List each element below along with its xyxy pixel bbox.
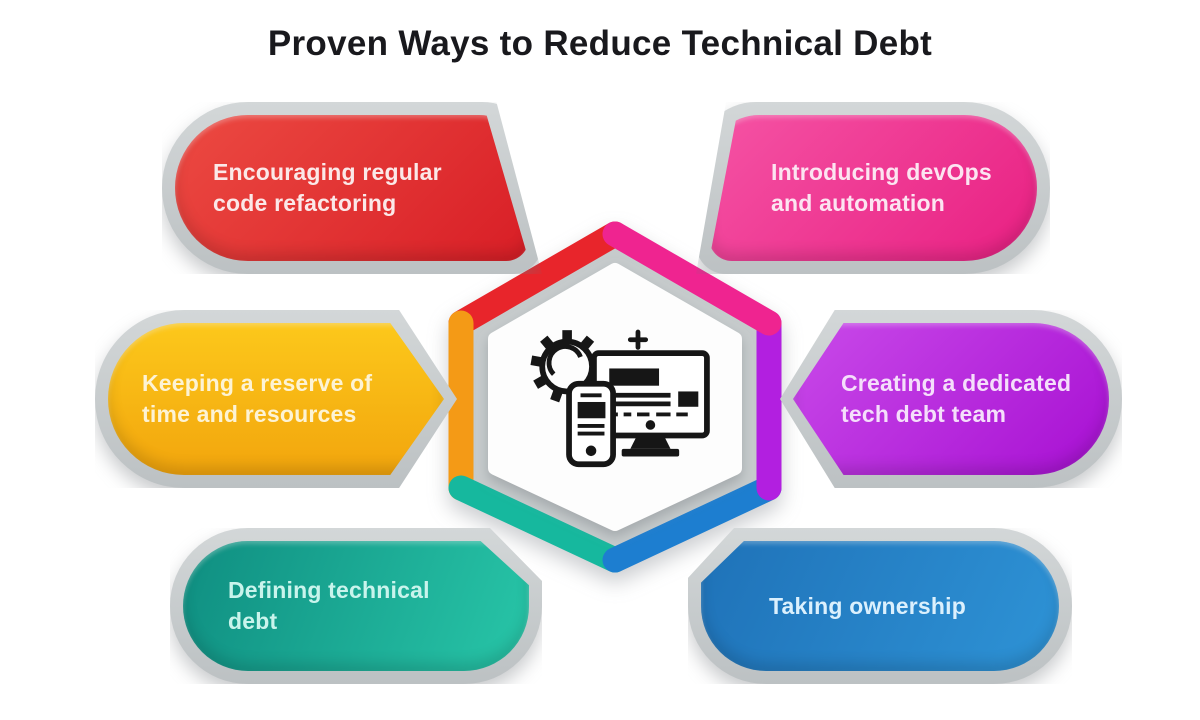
card-label-line: Creating a dedicated bbox=[841, 370, 1072, 396]
card-label-line: code refactoring bbox=[213, 190, 397, 216]
card-devops-automation-label: Introducing devOps and automation bbox=[709, 157, 1037, 219]
card-tech-debt-team-fill: Creating a dedicated tech debt team bbox=[793, 323, 1109, 475]
card-label-line: Taking ownership bbox=[769, 592, 967, 619]
card-taking-ownership: Taking ownership bbox=[688, 528, 1072, 684]
card-defining-technical-debt: Defining technical debt bbox=[170, 528, 542, 684]
card-tech-debt-team-label: Creating a dedicated tech debt team bbox=[793, 368, 1109, 430]
card-defining-technical-debt-fill: Defining technical debt bbox=[183, 541, 529, 671]
card-label-line: Encouraging regular bbox=[213, 159, 442, 185]
card-devops-automation-fill: Introducing devOps and automation bbox=[709, 115, 1037, 261]
card-label-line: tech debt team bbox=[841, 401, 1007, 427]
devices-gear-icon-svg bbox=[530, 329, 710, 468]
hex-edge-bottom-right bbox=[602, 475, 782, 573]
hex-edge-top-right bbox=[602, 221, 782, 336]
card-label-line: Introducing devOps bbox=[771, 159, 992, 185]
card-code-refactoring-fill: Encouraging regular code refactoring bbox=[175, 115, 529, 261]
smartphone-icon bbox=[566, 380, 616, 468]
card-code-refactoring: Encouraging regular code refactoring bbox=[162, 102, 542, 274]
card-devops-automation: Introducing devOps and automation bbox=[696, 102, 1050, 274]
card-defining-technical-debt-label: Defining technical debt bbox=[183, 575, 529, 637]
card-reserve-time-resources: Keeping a reserve of time and resources bbox=[95, 310, 457, 488]
card-tech-debt-team: Creating a dedicated tech debt team bbox=[780, 310, 1122, 488]
devices-gear-icon bbox=[519, 315, 711, 473]
card-label-line: time and resources bbox=[142, 401, 357, 427]
card-taking-ownership-fill: Taking ownership bbox=[701, 541, 1059, 671]
hex-edge-top-left bbox=[448, 221, 628, 336]
card-label-line: Defining technical bbox=[228, 577, 430, 603]
page-title: Proven Ways to Reduce Technical Debt bbox=[267, 24, 933, 63]
center-hexagon bbox=[448, 221, 782, 573]
card-taking-ownership-label: Taking ownership bbox=[701, 591, 1059, 622]
card-label-line: debt bbox=[228, 608, 278, 634]
card-reserve-time-resources-label: Keeping a reserve of time and resources bbox=[108, 368, 444, 430]
plus-icon bbox=[627, 329, 649, 350]
card-label-line: and automation bbox=[771, 190, 946, 216]
card-label-line: Keeping a reserve of bbox=[142, 370, 373, 396]
hex-edge-bottom-left bbox=[448, 475, 628, 573]
card-code-refactoring-label: Encouraging regular code refactoring bbox=[175, 157, 529, 219]
card-reserve-time-resources-fill: Keeping a reserve of time and resources bbox=[108, 323, 444, 475]
